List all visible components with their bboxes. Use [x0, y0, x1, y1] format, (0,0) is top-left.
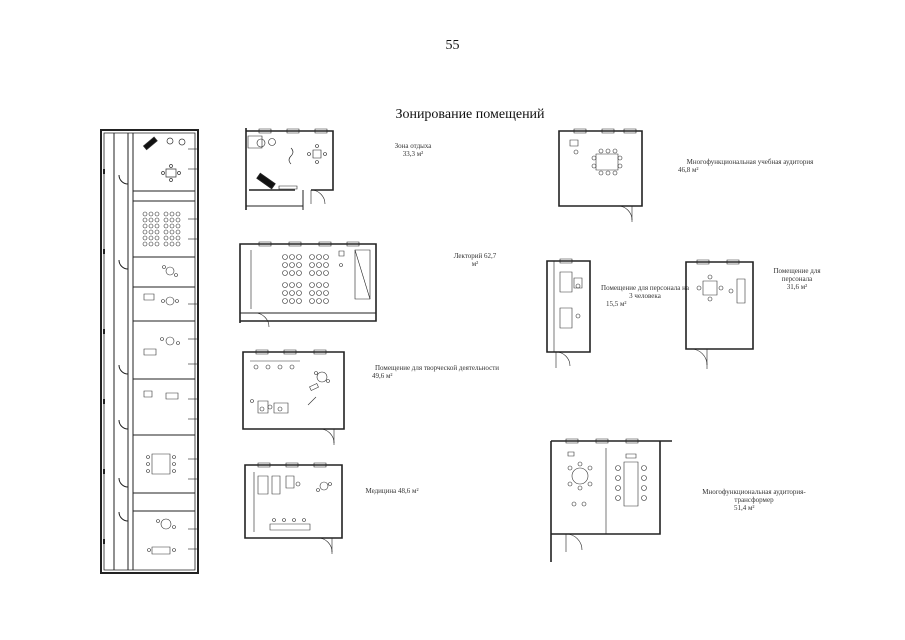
plan-staff-room-3 — [544, 258, 594, 380]
caption-medical-room: Медицина 48,6 м² — [365, 487, 419, 495]
plan-creative-room — [240, 349, 348, 447]
plan-staff-room — [683, 259, 757, 381]
plan-lecture-hall — [237, 241, 379, 329]
overall-floor-plan — [100, 129, 200, 575]
caption-lecture-hall: Лекторий 62,7 м² — [453, 252, 497, 268]
plan-transformer-room — [548, 438, 676, 566]
plan-rest-zone — [243, 128, 339, 218]
plan-multifunctional-room — [556, 128, 646, 224]
page-title: Зонирование помещений — [395, 107, 545, 122]
caption-transformer-room: Многофункциональная аудитория-трансформе… — [702, 488, 806, 512]
page-number: 55 — [445, 38, 460, 53]
plan-medical-room — [242, 462, 346, 560]
